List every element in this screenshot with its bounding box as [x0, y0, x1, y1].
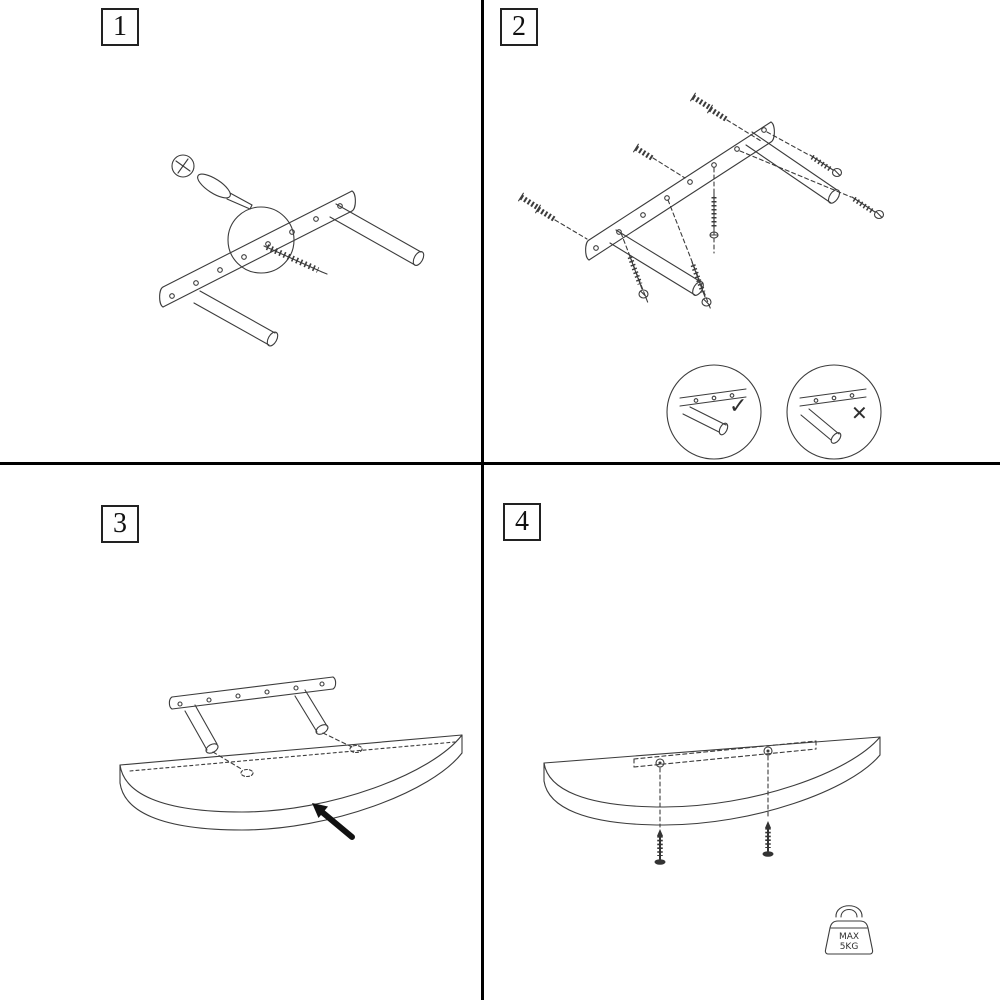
step1-illustration — [159, 154, 425, 347]
wall-anchor-icon — [633, 143, 654, 161]
step-number-box: 2 — [500, 8, 538, 46]
mounting-bracket — [159, 190, 356, 308]
direction-arrow-icon — [312, 803, 355, 840]
screw-icon — [654, 829, 666, 865]
bracket-rod-left — [184, 704, 219, 754]
guide-line — [554, 119, 762, 240]
step-number: 4 — [515, 506, 529, 537]
screw-icon — [667, 199, 712, 311]
step-number-box: 4 — [503, 503, 541, 541]
bracket-rod-upper — [329, 203, 425, 267]
step2-illustration: ✓ ✕ — [518, 92, 885, 460]
step-number-box: 3 — [101, 505, 139, 543]
set-screw-icon — [263, 244, 328, 275]
screw-icon — [766, 131, 843, 178]
max-weight-icon: MAX 5KG — [824, 905, 874, 955]
max-load-label-line2: 5KG — [840, 942, 859, 952]
shelf-hole — [349, 744, 363, 754]
guide-line — [212, 732, 353, 771]
shelf — [119, 734, 463, 831]
incorrect-example-circle: ✕ — [786, 364, 882, 460]
bracket-rod-upper — [745, 131, 841, 204]
cross-mark: ✕ — [851, 401, 868, 425]
guide-line — [659, 755, 769, 828]
bracket-rod-lower — [609, 229, 704, 296]
step3-illustration — [119, 676, 463, 840]
shelf-hole — [240, 768, 254, 778]
step-panel-1: 1 — [0, 0, 483, 462]
screw-icon — [620, 232, 649, 304]
step-number: 2 — [512, 11, 526, 42]
step-panel-4: 4 — [484, 465, 1000, 1000]
bracket-rod-right — [294, 689, 329, 735]
correct-example-circle: ✓ — [666, 364, 762, 460]
step-number-box: 1 — [101, 8, 139, 46]
step-panel-2: 2 — [484, 0, 1000, 462]
detail-magnifier-circle — [227, 206, 295, 274]
rod-socket — [655, 746, 773, 768]
wall-anchor-icon — [690, 92, 728, 122]
step-number: 1 — [113, 11, 127, 42]
quadrant-divider-vertical — [481, 0, 484, 1000]
step-number: 3 — [113, 508, 127, 539]
step-panel-3: 3 — [0, 465, 483, 1000]
screw-icon — [739, 150, 885, 220]
quadrant-divider-horizontal — [0, 462, 1000, 465]
bracket-rod-lower — [193, 290, 279, 347]
wall-anchor-icon — [518, 192, 556, 222]
mounting-bracket — [168, 676, 337, 710]
checkmark: ✓ — [729, 394, 747, 419]
max-load-label-line1: MAX — [839, 932, 859, 942]
step4-illustration: MAX 5KG — [543, 736, 881, 955]
screwdriver-icon — [171, 154, 253, 210]
shelf — [543, 736, 881, 826]
screw-icon — [709, 167, 719, 254]
screw-icon — [762, 821, 774, 857]
mounting-bracket — [585, 121, 775, 261]
